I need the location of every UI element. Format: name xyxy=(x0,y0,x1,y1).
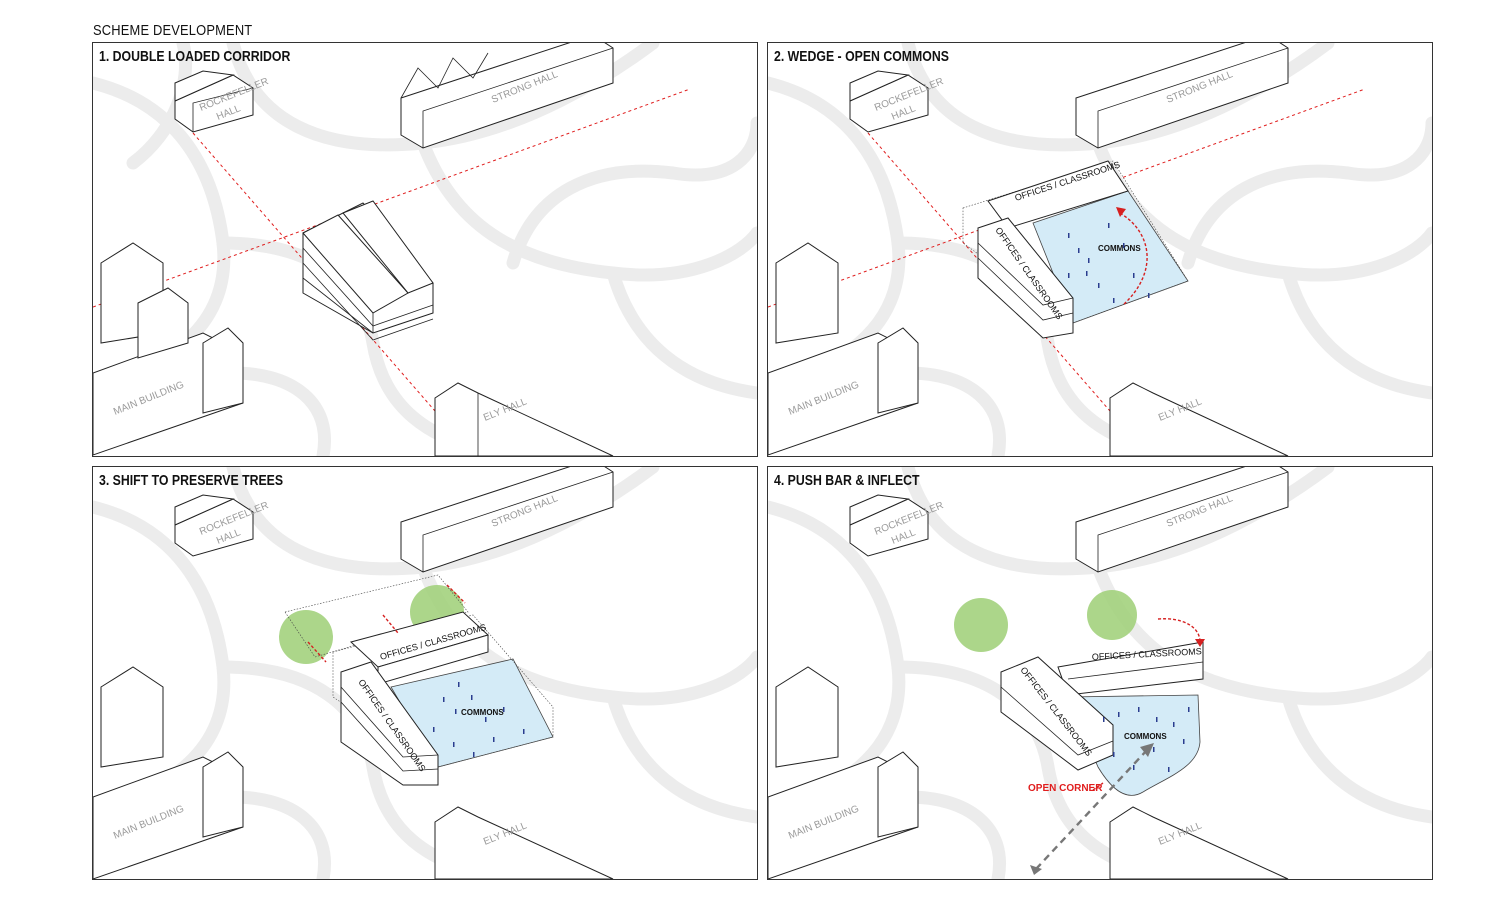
person-figure xyxy=(455,709,457,714)
site-axes xyxy=(93,88,691,412)
tree-west xyxy=(279,610,333,664)
rotation-arrow xyxy=(1119,212,1148,306)
panel-1-diagram: ROCKEFELLER HALL STRONG HALL MAIN BUILDI… xyxy=(93,43,757,456)
panel-4-diagram: ROCKEFELLER HALL STRONG HALL MAIN BUILDI… xyxy=(768,467,1432,879)
shift-arrow-3 xyxy=(307,641,327,663)
person-figure xyxy=(1068,233,1070,238)
panel-wedge-open-commons: ROCKEFELLER HALL STRONG HALL MAIN BUILDI… xyxy=(767,42,1433,457)
commons-label: COMMONS xyxy=(1124,732,1167,741)
commons-label: COMMONS xyxy=(461,708,504,717)
person-figure xyxy=(1108,223,1110,228)
view-arrowhead-bottom xyxy=(1030,865,1042,875)
person-figure xyxy=(473,752,475,757)
strong-hall-massing: STRONG HALL xyxy=(400,43,614,149)
panel-3-diagram: ROCKEFELLER HALL STRONG HALL MAIN BUILDI… xyxy=(93,467,757,879)
person-figure xyxy=(1086,271,1088,276)
panel-push-bar-inflect: ROCKEFELLER HALL STRONG HALL MAIN BUILDI… xyxy=(767,466,1433,880)
panel-shift-to-preserve-trees: ROCKEFELLER HALL STRONG HALL MAIN BUILDI… xyxy=(92,466,758,880)
push-arrow xyxy=(1157,618,1201,643)
person-figure xyxy=(1153,747,1155,752)
ely-hall-massing: ELY HALL xyxy=(434,382,614,456)
person-figure xyxy=(1113,298,1115,303)
person-figure xyxy=(1133,765,1135,770)
inflected-massing: OFFICES / CLASSROOMS OFFICES / CLASSROOM… xyxy=(1000,618,1205,875)
person-figure xyxy=(1068,273,1070,278)
panel-double-loaded-corridor: ROCKEFELLER HALL STRONG HALL MAIN BUILDI… xyxy=(92,42,758,457)
person-figure xyxy=(1168,767,1170,772)
ely-hall-massing: ELY HALL xyxy=(1109,806,1289,879)
person-figure xyxy=(1098,283,1100,288)
ely-hall-massing: ELY HALL xyxy=(1109,382,1289,456)
person-figure xyxy=(485,717,487,722)
view-arrowhead-top xyxy=(1140,743,1154,757)
person-figure xyxy=(1183,739,1185,744)
person-figure xyxy=(1148,293,1150,298)
arrowhead xyxy=(1116,207,1126,217)
person-figure xyxy=(458,682,460,687)
shifted-massing: OFFICES / CLASSROOMS OFFICES / CLASSROOM… xyxy=(284,574,554,786)
arrowhead xyxy=(1195,639,1205,647)
site-axes xyxy=(768,88,1366,412)
person-figure xyxy=(1118,712,1120,717)
panel-2-title: 2. WEDGE - OPEN COMMONS xyxy=(774,48,949,65)
wedge-commons-massing: OFFICES / CLASSROOMS OFFICES / CLASSROOM… xyxy=(962,159,1189,339)
strong-hall-massing: STRONG HALL xyxy=(1075,467,1289,573)
shift-arrows xyxy=(307,584,466,663)
person-figure xyxy=(1113,752,1115,757)
rockefeller-hall-massing: ROCKEFELLER HALL xyxy=(849,70,945,133)
person-figure xyxy=(1173,722,1175,727)
existing-trees xyxy=(954,590,1137,652)
panel-2-diagram: ROCKEFELLER HALL STRONG HALL MAIN BUILDI… xyxy=(768,43,1432,456)
view-axis-arrow xyxy=(1035,748,1149,870)
person-figure xyxy=(1156,717,1158,722)
tree-west xyxy=(954,598,1008,652)
double-loaded-bars xyxy=(302,200,434,341)
person-figure xyxy=(503,707,505,712)
person-figure xyxy=(1133,273,1135,278)
strong-hall-massing: STRONG HALL xyxy=(1075,43,1289,149)
person-figure xyxy=(1078,248,1080,253)
tree-north xyxy=(1087,590,1137,640)
commons-label: COMMONS xyxy=(1098,244,1141,253)
panel-1-title: 1. DOUBLE LOADED CORRIDOR xyxy=(99,48,291,65)
open-corner-label: OPEN CORNER xyxy=(1028,783,1103,794)
panel-4-title: 4. PUSH BAR & INFLECT xyxy=(774,472,920,489)
person-figure xyxy=(1188,707,1190,712)
person-figure xyxy=(523,729,525,734)
person-figure xyxy=(1123,243,1125,248)
open-corner-arrow xyxy=(1092,782,1104,791)
shift-arrow-1 xyxy=(382,614,399,634)
panel-3-title: 3. SHIFT TO PRESERVE TREES xyxy=(99,472,284,489)
person-figure xyxy=(471,695,473,700)
main-building-massing: MAIN BUILDING xyxy=(768,242,919,456)
strong-hall-massing: STRONG HALL xyxy=(400,467,614,573)
person-figure xyxy=(493,737,495,742)
person-figure xyxy=(1138,707,1140,712)
person-figure xyxy=(433,727,435,732)
person-figure xyxy=(443,697,445,702)
person-figure xyxy=(1103,717,1105,722)
main-building-massing: MAIN BUILDING xyxy=(93,666,244,879)
shift-arrow-2 xyxy=(446,584,466,604)
main-building-massing: MAIN BUILDING xyxy=(93,242,244,456)
main-building-massing: MAIN BUILDING xyxy=(768,666,919,879)
page-title: SCHEME DEVELOPMENT xyxy=(93,22,253,39)
person-figure xyxy=(1088,258,1090,263)
person-figure xyxy=(453,742,455,747)
ely-hall-massing: ELY HALL xyxy=(434,806,614,879)
